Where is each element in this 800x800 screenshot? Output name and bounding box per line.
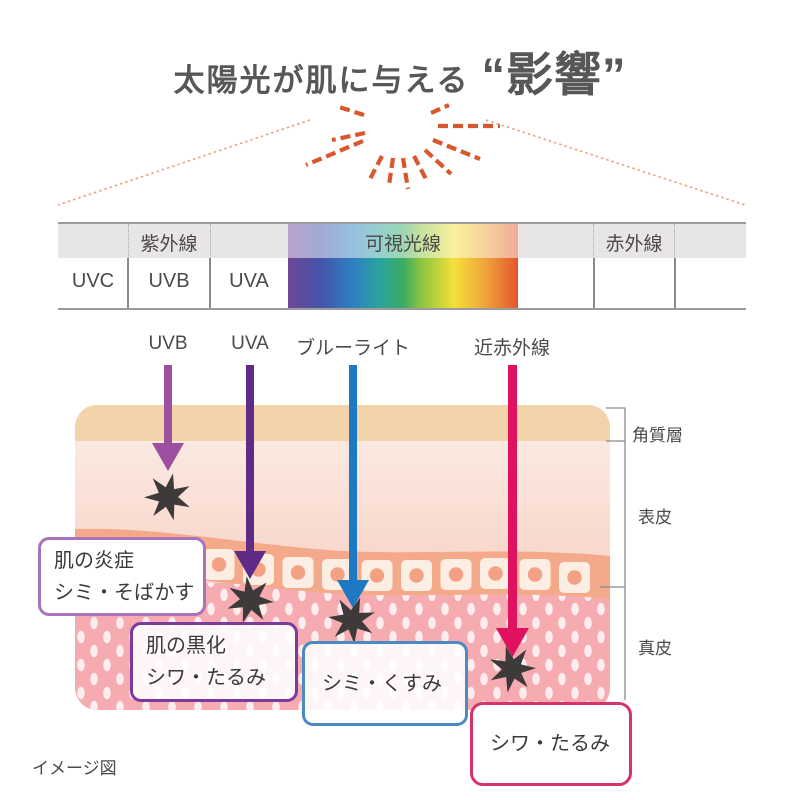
projection-lines <box>57 119 746 206</box>
effect-box-spots-dullness: シミ・くすみ <box>302 641 468 726</box>
uvb-cell-label: UVB <box>148 270 190 292</box>
uvb-ray-label: UVB <box>148 333 188 354</box>
divider-dotted <box>593 224 594 258</box>
divider-solid <box>127 258 129 308</box>
effect-line: 肌の黒化 <box>146 635 226 657</box>
near-infrared-ray-label: 近赤外線 <box>473 338 551 359</box>
divider-solid <box>593 258 595 308</box>
stratum-corneum-label: 角質層 <box>632 426 683 445</box>
effect-line: シミ・そばかす <box>54 581 195 604</box>
bluelight-ray-label: ブルーライト <box>295 338 411 359</box>
effect-box-wrinkles-sagging: シワ・たるみ <box>470 702 632 786</box>
epidermis-label: 表皮 <box>638 508 672 527</box>
divider-solid <box>209 258 211 308</box>
uvc-cell-label: UVC <box>71 270 115 292</box>
effect-line: シワ・たるみ <box>490 733 610 755</box>
sunburst-icon <box>305 103 500 190</box>
uv-band-label: 紫外線 <box>140 234 198 255</box>
visible-light-header-veil <box>288 224 518 258</box>
projection-line-right <box>485 119 746 206</box>
visible-band-label: 可視光線 <box>364 234 442 255</box>
image-caption: イメージ図 <box>32 759 117 778</box>
divider-dotted <box>128 224 129 258</box>
title-emphasis-text: “影響” <box>481 48 627 101</box>
effect-line: シワ・たるみ <box>146 667 266 689</box>
bar-top-border <box>58 222 746 224</box>
title-main-text: 太陽光が肌に与える <box>173 63 470 98</box>
dermis-label: 真皮 <box>638 639 672 658</box>
effect-box-darkening: 肌の黒化 シワ・たるみ <box>130 622 298 702</box>
uva-ray-label: UVA <box>231 333 269 354</box>
effect-box-inflammation: 肌の炎症 シミ・そばかす <box>38 537 206 616</box>
divider-solid <box>674 258 676 308</box>
effect-line: シミ・くすみ <box>322 672 442 695</box>
bar-bottom-border <box>58 308 746 310</box>
divider-dotted <box>210 224 211 258</box>
stratum-corneum-layer <box>75 405 610 441</box>
page-title: 太陽光が肌に与える “影響” <box>0 36 800 105</box>
spectrum-bar: 紫外線 可視光線 赤外線 UVC UVB UVA <box>58 222 746 310</box>
projection-line-left <box>57 119 311 206</box>
uva-cell-label: UVA <box>229 270 269 292</box>
effect-line: 肌の炎症 <box>54 549 134 572</box>
ir-band-label: 赤外線 <box>605 234 663 255</box>
divider-dotted <box>674 224 675 258</box>
